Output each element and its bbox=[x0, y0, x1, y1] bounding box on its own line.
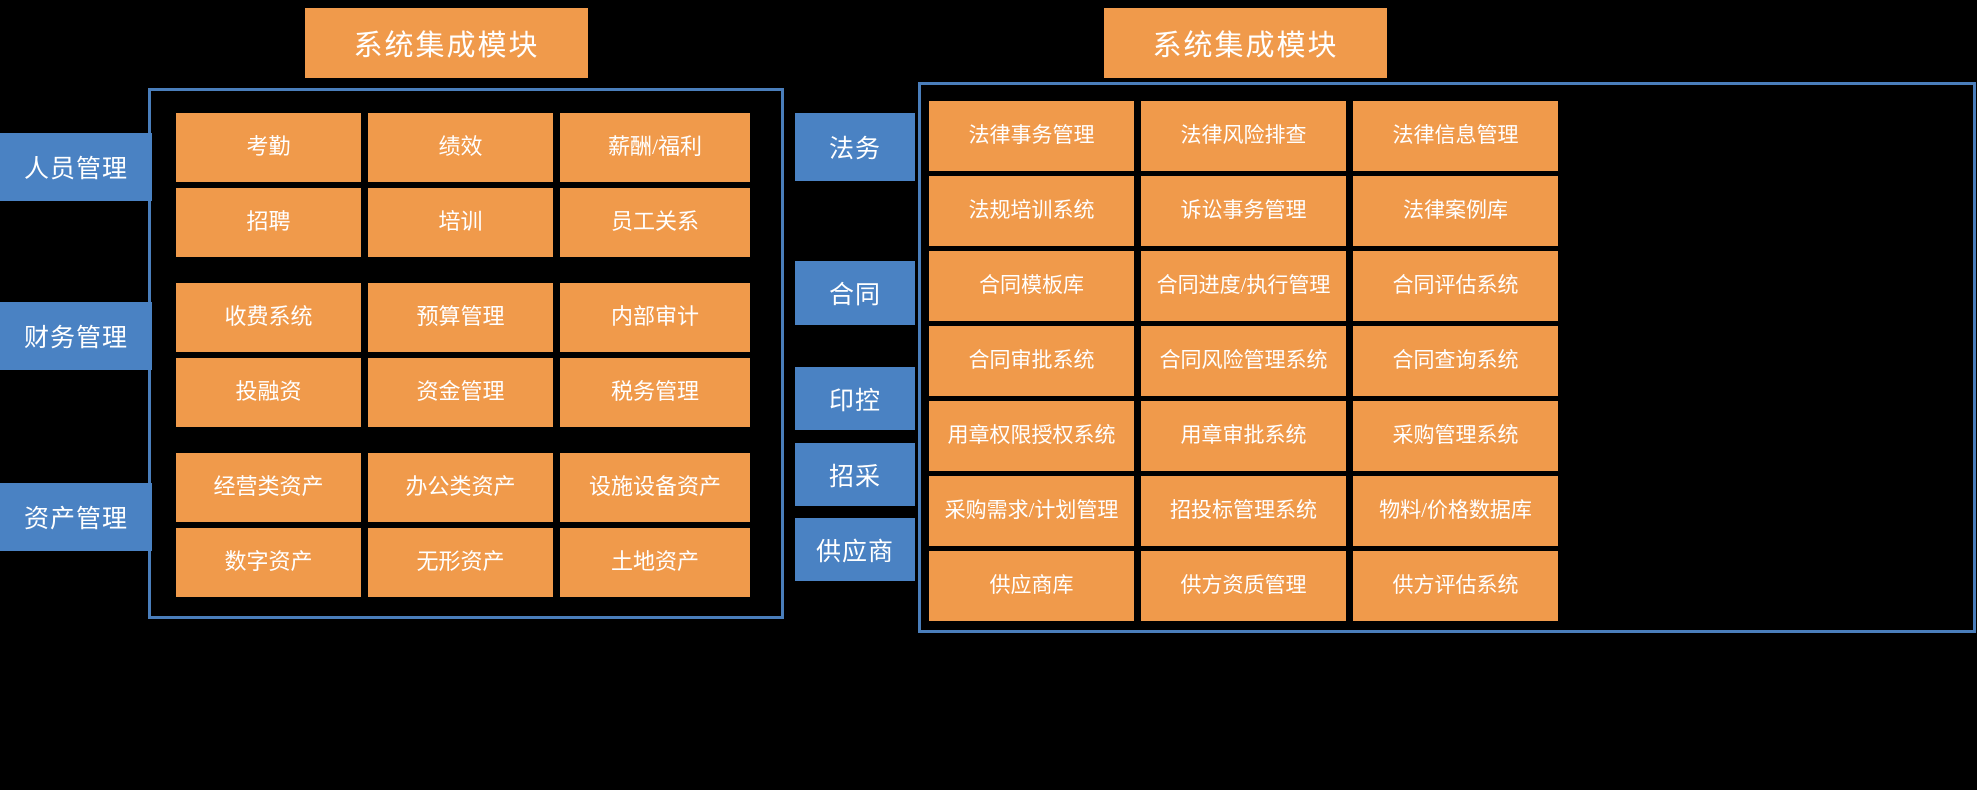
module-tile[interactable]: 员工关系 bbox=[560, 188, 750, 257]
module-tile[interactable]: 供应商库 bbox=[929, 551, 1134, 621]
sidebar-item-yinkong[interactable]: 印控 bbox=[795, 367, 915, 430]
sidebar-item-fawu[interactable]: 法务 bbox=[795, 113, 915, 181]
module-tile[interactable]: 合同审批系统 bbox=[929, 326, 1134, 396]
module-tile[interactable]: 考勤 bbox=[176, 113, 361, 182]
module-tile[interactable]: 法律信息管理 bbox=[1353, 101, 1558, 171]
module-tile[interactable]: 合同进度/执行管理 bbox=[1141, 251, 1346, 321]
module-tile[interactable]: 用章权限授权系统 bbox=[929, 401, 1134, 471]
module-tile[interactable]: 办公类资产 bbox=[368, 453, 553, 522]
module-tile[interactable]: 招聘 bbox=[176, 188, 361, 257]
module-tile[interactable]: 无形资产 bbox=[368, 528, 553, 597]
sidebar-item-hetong[interactable]: 合同 bbox=[795, 261, 915, 325]
sidebar-item-zichan[interactable]: 资产管理 bbox=[0, 483, 152, 551]
module-tile[interactable]: 绩效 bbox=[368, 113, 553, 182]
module-tile[interactable]: 税务管理 bbox=[560, 358, 750, 427]
module-tile[interactable]: 培训 bbox=[368, 188, 553, 257]
module-tile[interactable]: 合同查询系统 bbox=[1353, 326, 1558, 396]
module-tile[interactable]: 经营类资产 bbox=[176, 453, 361, 522]
module-tile[interactable]: 收费系统 bbox=[176, 283, 361, 352]
module-tile[interactable]: 法律风险排查 bbox=[1141, 101, 1346, 171]
module-tile[interactable]: 采购管理系统 bbox=[1353, 401, 1558, 471]
module-tile[interactable]: 薪酬/福利 bbox=[560, 113, 750, 182]
module-tile[interactable]: 合同评估系统 bbox=[1353, 251, 1558, 321]
module-tile[interactable]: 物料/价格数据库 bbox=[1353, 476, 1558, 546]
module-tile[interactable]: 供方资质管理 bbox=[1141, 551, 1346, 621]
module-tile[interactable]: 合同模板库 bbox=[929, 251, 1134, 321]
module-tile[interactable]: 数字资产 bbox=[176, 528, 361, 597]
module-tile[interactable]: 资金管理 bbox=[368, 358, 553, 427]
module-tile[interactable]: 用章审批系统 bbox=[1141, 401, 1346, 471]
module-tile[interactable]: 供方评估系统 bbox=[1353, 551, 1558, 621]
sidebar-item-renyuan[interactable]: 人员管理 bbox=[0, 133, 152, 201]
module-tile[interactable]: 诉讼事务管理 bbox=[1141, 176, 1346, 246]
module-tile[interactable]: 合同风险管理系统 bbox=[1141, 326, 1346, 396]
module-tile[interactable]: 法规培训系统 bbox=[929, 176, 1134, 246]
module-tile[interactable]: 采购需求/计划管理 bbox=[929, 476, 1134, 546]
right-panel-frame bbox=[918, 82, 1976, 633]
sidebar-item-zhaocai[interactable]: 招采 bbox=[795, 443, 915, 506]
module-tile[interactable]: 招投标管理系统 bbox=[1141, 476, 1346, 546]
module-tile[interactable]: 设施设备资产 bbox=[560, 453, 750, 522]
module-tile[interactable]: 法律事务管理 bbox=[929, 101, 1134, 171]
module-tile[interactable]: 预算管理 bbox=[368, 283, 553, 352]
module-tile[interactable]: 投融资 bbox=[176, 358, 361, 427]
module-tile[interactable]: 土地资产 bbox=[560, 528, 750, 597]
left-panel-header: 系统集成模块 bbox=[305, 8, 588, 78]
sidebar-item-gongyingshang[interactable]: 供应商 bbox=[795, 518, 915, 581]
right-panel-header: 系统集成模块 bbox=[1104, 8, 1387, 78]
sidebar-item-caiwu[interactable]: 财务管理 bbox=[0, 302, 152, 370]
module-tile[interactable]: 法律案例库 bbox=[1353, 176, 1558, 246]
module-tile[interactable]: 内部审计 bbox=[560, 283, 750, 352]
